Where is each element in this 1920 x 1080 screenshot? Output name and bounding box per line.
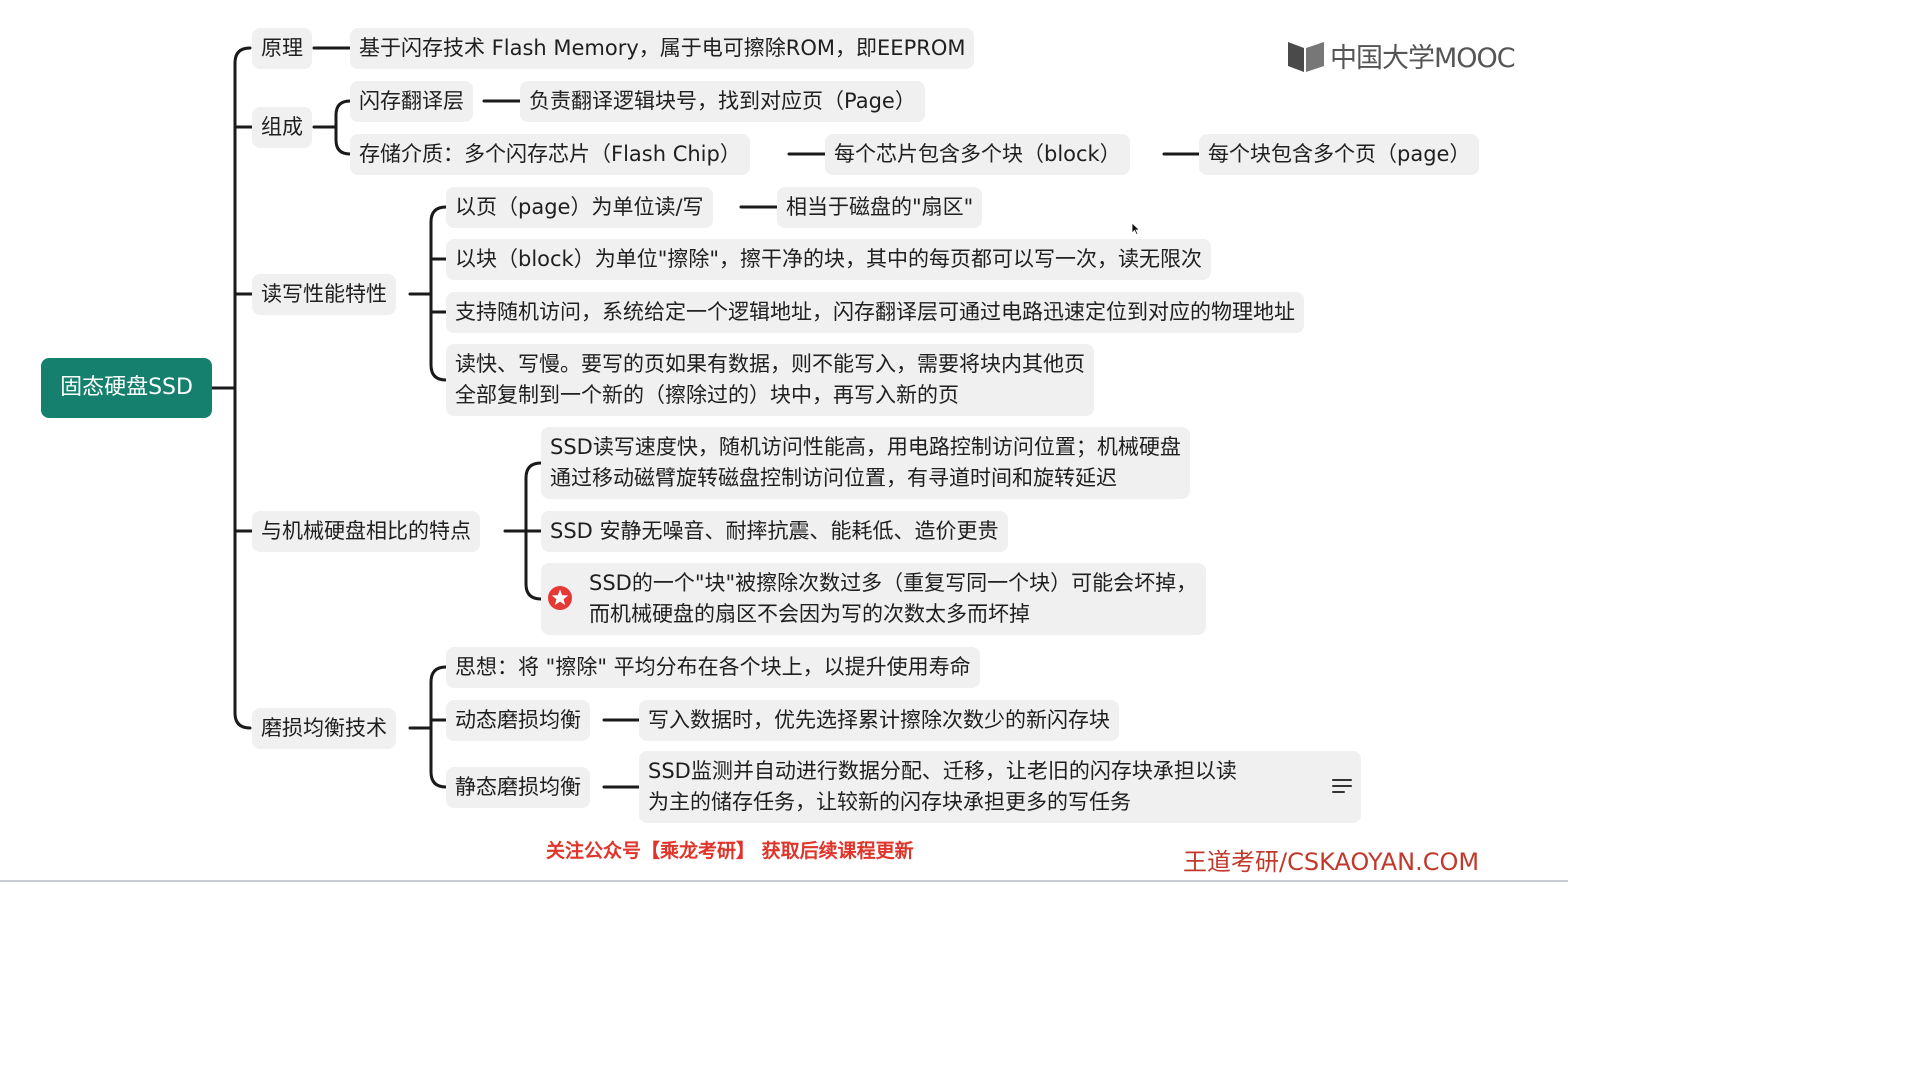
node-block-wearout[interactable]: SSD的一个"块"被擦除次数过多（重复写同一个块）可能会坏掉， 而机械硬盘的扇区…: [541, 563, 1207, 635]
watermark-text: 王道考研/CSKAOYAN.COM: [1183, 848, 1480, 876]
node-chip-blocks[interactable]: 每个芯片包含多个块（block）: [825, 134, 1130, 175]
node-random-access[interactable]: 支持随机访问，系统给定一个逻辑地址，闪存翻译层可通过电路迅速定位到对应的物理地址: [446, 292, 1304, 333]
node-principle[interactable]: 原理: [252, 28, 312, 69]
node-page-sector[interactable]: 相当于磁盘的"扇区": [777, 187, 983, 228]
speed-line-2: 通过移动磁臂旋转磁盘控制访问位置，有寻道时间和旋转延迟: [550, 466, 1117, 490]
node-storage-media[interactable]: 存储介质：多个闪存芯片（Flash Chip）: [350, 134, 750, 175]
node-static-wl-detail[interactable]: SSD监测并自动进行数据分配、迁移，让老旧的闪存块承担以读 为主的储存任务，让较…: [639, 751, 1361, 823]
static-wl-line-1: SSD监测并自动进行数据分配、迁移，让老旧的闪存块承担以读: [648, 759, 1237, 783]
read-fast-line-1: 读快、写慢。要写的页如果有数据，则不能写入，需要将块内其他页: [455, 352, 1085, 376]
node-block-erase[interactable]: 以块（block）为单位"擦除"，擦干净的块，其中的每页都可以写一次，读无限次: [446, 239, 1212, 280]
wearout-line-2: 而机械硬盘的扇区不会因为写的次数太多而坏掉: [589, 602, 1030, 626]
mouse-pointer-icon: [1131, 222, 1141, 236]
node-dynamic-wl-detail[interactable]: 写入数据时，优先选择累计擦除次数少的新闪存块: [639, 700, 1119, 741]
node-principle-detail[interactable]: 基于闪存技术 Flash Memory，属于电可擦除ROM，即EEPROM: [350, 28, 975, 69]
promo-banner: 关注公众号【乘龙考研】 获取后续课程更新: [546, 840, 914, 862]
wearout-line-1: SSD的一个"块"被擦除次数过多（重复写同一个块）可能会坏掉，: [589, 571, 1198, 595]
node-ftl-detail[interactable]: 负责翻译逻辑块号，找到对应页（Page）: [520, 81, 925, 122]
mooc-book-logo: [1288, 41, 1324, 72]
node-vs-hdd[interactable]: 与机械硬盘相比的特点: [252, 511, 480, 552]
read-fast-line-2: 全部复制到一个新的（擦除过的）块中，再写入新的页: [455, 383, 959, 407]
node-page-rw[interactable]: 以页（page）为单位读/写: [446, 187, 713, 228]
node-composition[interactable]: 组成: [252, 107, 312, 148]
static-wl-line-2: 为主的储存任务，让较新的闪存块承担更多的写任务: [648, 790, 1131, 814]
node-read-fast-write-slow[interactable]: 读快、写慢。要写的页如果有数据，则不能写入，需要将块内其他页 全部复制到一个新的…: [446, 344, 1094, 416]
node-wear-leveling[interactable]: 磨损均衡技术: [252, 708, 396, 749]
menu-lines-icon[interactable]: [1330, 776, 1354, 796]
red-star-badge-icon: [548, 586, 572, 610]
node-quiet-shock[interactable]: SSD 安静无噪音、耐摔抗震、能耗低、造价更贵: [541, 511, 1008, 552]
node-block-pages[interactable]: 每个块包含多个页（page）: [1199, 134, 1480, 175]
node-dynamic-wl[interactable]: 动态磨损均衡: [446, 700, 590, 741]
node-wear-idea[interactable]: 思想：将 "擦除" 平均分布在各个块上，以提升使用寿命: [446, 647, 980, 688]
speed-line-1: SSD读写速度快，随机访问性能高，用电路控制访问位置；机械硬盘: [550, 435, 1181, 459]
node-rw-features[interactable]: 读写性能特性: [252, 274, 396, 315]
mindmap-connectors: [210, 46, 1201, 789]
root-node-ssd[interactable]: 固态硬盘SSD: [41, 358, 212, 418]
brand-name: 中国大学MOOC: [1330, 43, 1516, 74]
node-static-wl[interactable]: 静态磨损均衡: [446, 767, 590, 808]
node-speed-compare[interactable]: SSD读写速度快，随机访问性能高，用电路控制访问位置；机械硬盘 通过移动磁臂旋转…: [541, 427, 1190, 499]
mooc-logo: 中国大学MOOC: [1286, 36, 1516, 75]
bottom-divider: [0, 880, 1568, 882]
node-ftl[interactable]: 闪存翻译层: [350, 81, 473, 122]
